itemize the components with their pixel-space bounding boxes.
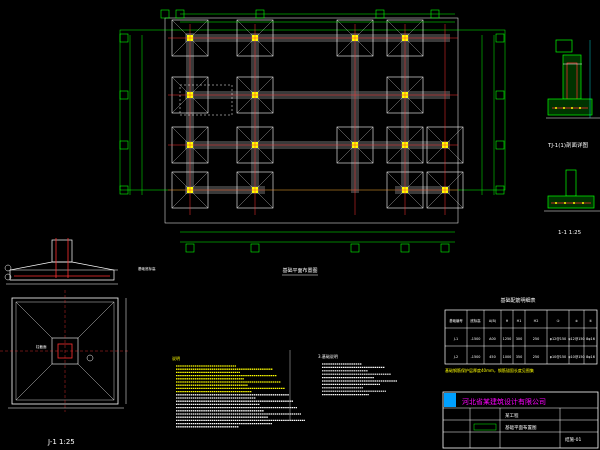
schedule-cell: φ10@150	[550, 355, 566, 359]
section-1-1-caption: 1-1 1:25	[558, 230, 582, 236]
notes-b-lines	[322, 363, 397, 396]
project-name: 某工程	[505, 412, 519, 419]
schedule-cell: -1500	[471, 337, 481, 341]
schedule-cell: 250	[533, 355, 539, 359]
sheet-number: 结施-01	[565, 436, 581, 443]
schedule-header-cell: ②	[575, 319, 578, 323]
schedule-cell: 8φ16	[586, 337, 595, 341]
foundation-plan	[119, 9, 506, 253]
section-1-1-detail	[544, 169, 600, 212]
schedule-cell: φ12@150	[550, 337, 566, 341]
schedule-header-cell: 底标高	[470, 318, 481, 323]
schedule-header-cell: ①	[556, 319, 559, 323]
company-logo	[444, 393, 456, 407]
schedule-cell: 300	[516, 337, 522, 341]
section-tj-caption: TJ-1(1)剖面详图	[547, 141, 589, 149]
schedule-header-cell: A(B)	[489, 319, 497, 323]
schedule-cell: φ10@150	[568, 355, 584, 359]
schedule-cell: J-2	[453, 355, 458, 359]
notes-block: 说明 3.基础说明	[172, 350, 397, 428]
notes-title: 说明	[172, 355, 180, 361]
detail-j1-caption: J-1 1:25	[47, 438, 75, 446]
title-block: 河北省某建筑设计有限公司 某工程 基础平面布置图 结施-01	[442, 391, 599, 449]
rebar-schedule: 基础配筋明细表 基础编号 底标高 A(B) H H1 H2 ① ② ③ J-1 -1500 A00 12…	[444, 297, 598, 373]
schedule-cell: 450	[489, 355, 495, 359]
company-name: 河北省某建筑设计有限公司	[462, 397, 546, 406]
schedule-cell: 8φ16	[586, 355, 595, 359]
schedule-cell: A00	[489, 337, 496, 341]
schedule-cell: φ12@150	[568, 337, 584, 341]
schedule-cell: J-1	[453, 337, 458, 341]
schedule-header-cell: 基础编号	[449, 318, 463, 323]
notes-lines	[176, 365, 305, 428]
schedule-cell: 1000	[503, 355, 512, 359]
schedule-cell: 350	[516, 355, 522, 359]
schedule-title: 基础配筋明细表	[500, 297, 535, 304]
schedule-header-cell: H1	[517, 319, 522, 323]
schedule-header-cell: ③	[589, 319, 592, 323]
elevation-label: 基础底标高	[138, 266, 156, 271]
schedule-footnote: 基础钢筋保护层厚度40mm，钢筋锚固长度见图集	[445, 367, 534, 373]
notes-b-title: 3.基础说明	[318, 353, 338, 359]
schedule-cell: -1500	[471, 355, 481, 359]
schedule-cell: 1250	[503, 337, 512, 341]
section-tj-detail	[546, 39, 600, 119]
footing-j1-plan	[0, 290, 130, 412]
plan-caption: 基础平面布置图	[282, 267, 317, 274]
schedule-header-cell: H	[506, 319, 509, 323]
drawing-name: 基础平面布置图	[505, 424, 537, 431]
column-label: 柱截面	[36, 344, 47, 349]
schedule-cell: 250	[533, 337, 539, 341]
footing-elevation	[4, 238, 118, 285]
schedule-header-cell: H2	[534, 319, 539, 323]
